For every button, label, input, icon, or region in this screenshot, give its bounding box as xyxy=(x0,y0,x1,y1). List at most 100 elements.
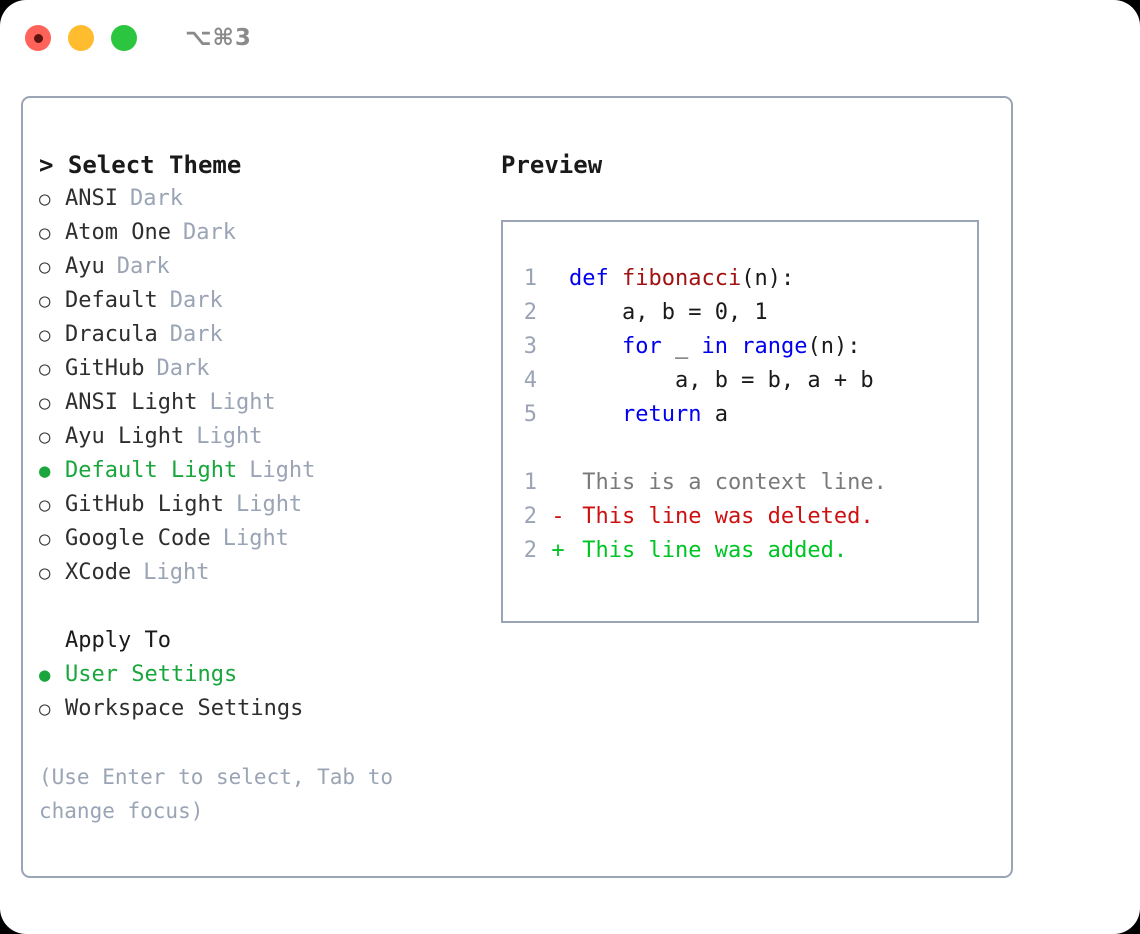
close-button[interactable] xyxy=(25,25,51,51)
minimize-button[interactable] xyxy=(68,25,94,51)
maximize-button[interactable] xyxy=(111,25,137,51)
code-line: 5 return a xyxy=(503,398,977,432)
theme-option-default-light[interactable]: ● Default Light Light xyxy=(39,454,493,488)
radio-unselected-icon: ○ xyxy=(39,222,51,244)
diff-line-text: This is a context line. xyxy=(569,470,887,495)
code-line-number: 1 xyxy=(523,266,537,291)
radio-selected-icon: ● xyxy=(39,460,51,482)
code-line-number: 3 xyxy=(523,334,537,359)
apply-to-option-label: User Settings xyxy=(65,662,238,687)
code-token: in xyxy=(701,334,728,359)
code-gutter-marker xyxy=(547,330,569,364)
diff-sample: 1 This is a context line.2- This line wa… xyxy=(503,466,977,568)
theme-option-label: GitHub xyxy=(65,356,145,381)
diff-line-number: 2 xyxy=(523,504,537,529)
theme-option-category: Light xyxy=(249,458,316,483)
keyboard-hint: (Use Enter to select, Tab to change focu… xyxy=(39,765,406,823)
code-token: return xyxy=(621,402,702,427)
theme-option-ansi-light[interactable]: ○ ANSI Light Light xyxy=(39,386,493,420)
apply-to-option-user-settings[interactable]: ● User Settings xyxy=(39,658,493,692)
code-token: _ xyxy=(661,334,702,359)
theme-option-category: Light xyxy=(209,390,276,415)
code-sample: 1 def fibonacci(n): 2 a, b = 0, 1 3 for _ … xyxy=(503,262,977,432)
theme-option-category: Dark xyxy=(156,356,210,381)
diff-gutter-marker xyxy=(547,466,569,500)
code-line-text: for _ in range(n): xyxy=(569,330,860,364)
theme-option-google-code[interactable]: ○ Google Code Light xyxy=(39,522,493,556)
code-token xyxy=(728,334,741,359)
apply-to-option-workspace-settings[interactable]: ○Workspace Settings xyxy=(39,692,493,726)
list-spacer xyxy=(39,590,493,624)
theme-option-category: Dark xyxy=(116,254,170,279)
code-gutter-marker xyxy=(547,296,569,330)
code-token: (n): xyxy=(807,334,861,359)
radio-selected-icon: ● xyxy=(39,664,51,686)
diff-line-text: This line was deleted. xyxy=(569,504,874,529)
theme-option-category: Dark xyxy=(129,186,183,211)
theme-option-category: Light xyxy=(235,492,303,517)
code-gutter-marker xyxy=(547,364,569,398)
diff-line-number: 1 xyxy=(523,470,537,495)
keyboard-shortcut-label: ⌥⌘3 xyxy=(185,25,252,51)
window-controls xyxy=(25,25,137,51)
radio-unselected-icon: ○ xyxy=(39,290,51,312)
code-line: 1 def fibonacci(n): xyxy=(503,262,977,296)
preview-code-box: 1 def fibonacci(n): 2 a, b = 0, 1 3 for _ … xyxy=(501,220,979,623)
diff-line-add: 2+ This line was added. xyxy=(503,534,977,568)
diff-gutter-marker: - xyxy=(551,504,565,529)
radio-unselected-icon: ○ xyxy=(39,324,51,346)
theme-option-label: ANSI Light xyxy=(65,390,198,415)
code-token: a xyxy=(701,402,728,427)
theme-option-category: Light xyxy=(222,526,289,551)
apply-to-heading-label: Apply To xyxy=(65,628,171,653)
theme-option-label: ANSI xyxy=(65,186,118,211)
theme-option-category: Dark xyxy=(182,220,236,245)
theme-option-label: Google Code xyxy=(65,526,211,551)
diff-line-ctx: 1 This is a context line. xyxy=(503,466,977,500)
code-line-text: a, b = b, a + b xyxy=(569,364,874,398)
code-line-text: return a xyxy=(569,398,728,432)
radio-unselected-icon: ○ xyxy=(39,358,51,380)
code-line-text: a, b = 0, 1 xyxy=(569,296,768,330)
theme-option-category: Light xyxy=(143,560,210,585)
code-token: fibonacci xyxy=(621,266,742,291)
code-token: a, b = b, a + b xyxy=(569,368,874,393)
theme-option-label: Dracula xyxy=(65,322,158,347)
code-token: range xyxy=(741,334,808,359)
radio-unselected-icon: ○ xyxy=(39,698,51,720)
theme-option-category: Dark xyxy=(169,288,223,313)
code-line-number: 2 xyxy=(523,300,537,325)
apply-to-options: ● User Settings ○Workspace Settings xyxy=(39,658,493,726)
code-gutter-marker xyxy=(547,262,569,296)
radio-unselected-icon: ○ xyxy=(39,392,51,414)
radio-unselected-icon: ○ xyxy=(39,256,51,278)
radio-unselected-icon: ○ xyxy=(39,528,51,550)
code-gutter-marker xyxy=(547,398,569,432)
code-token xyxy=(569,334,622,359)
radio-unselected-icon: ○ xyxy=(39,562,51,584)
select-theme-heading: > Select Theme xyxy=(39,151,242,179)
title-bar: ⌥⌘3 xyxy=(0,0,1140,76)
radio-unselected-icon: ○ xyxy=(39,426,51,448)
theme-option-github[interactable]: ○ GitHub Dark xyxy=(39,352,493,386)
diff-line-del: 2- This line was deleted. xyxy=(503,500,977,534)
diff-line-text: This line was added. xyxy=(569,538,848,563)
code-line-number: 4 xyxy=(523,368,537,393)
preview-heading: Preview xyxy=(501,151,603,179)
theme-option-label: Default Light xyxy=(65,458,238,483)
code-token: for xyxy=(621,334,662,359)
code-diff-separator xyxy=(503,432,977,466)
apply-to-heading-marker xyxy=(39,624,65,658)
